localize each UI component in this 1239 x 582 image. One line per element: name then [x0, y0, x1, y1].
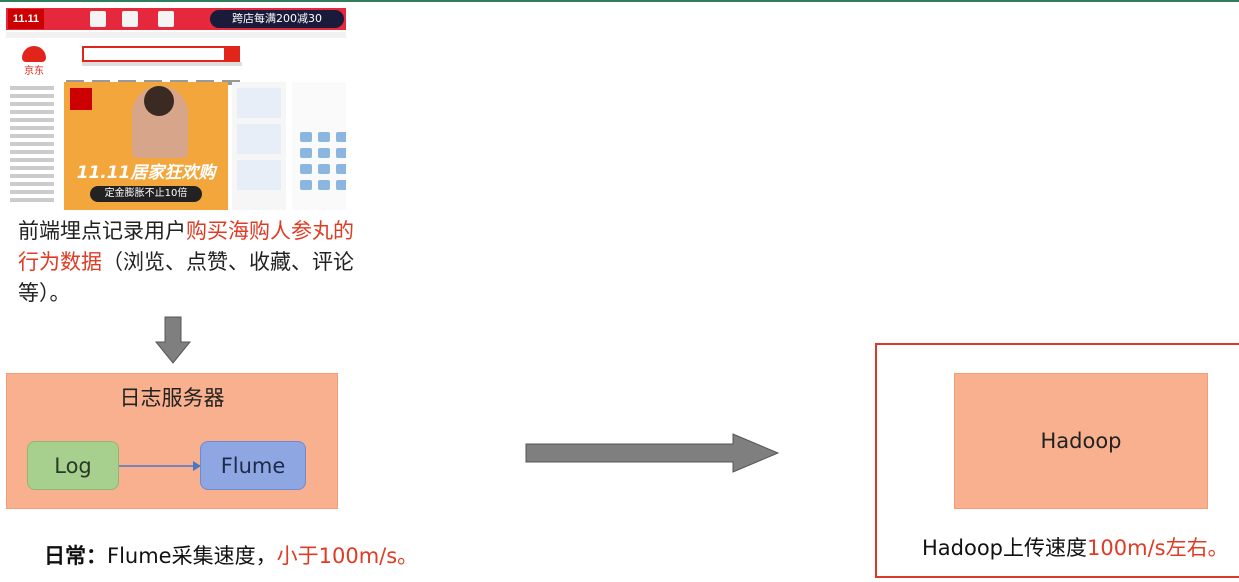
category-links [66, 70, 286, 85]
service-grid [292, 82, 346, 210]
hadoop-caption-prefix: Hadoop上传速度 [922, 536, 1088, 560]
daily-label: 日常： [44, 544, 107, 568]
log-label: Log [54, 453, 92, 478]
daily-text: Flume采集速度， [107, 544, 277, 568]
search-button [224, 46, 240, 62]
hero-button: 定金膨胀不止10倍 [90, 186, 202, 202]
description-highlight: 购买海购人参丸的行为数据 [18, 219, 354, 274]
description-suffix: （浏览、点赞、收藏、评论等）。 [18, 250, 354, 305]
product-thumb [122, 11, 138, 27]
product-thumb [158, 11, 174, 27]
double-eleven-tag [70, 88, 92, 110]
search-input [82, 46, 228, 62]
jd-homepage-screenshot: 11.11 跨店每满200减30 京东 11.11居家狂欢购 定金膨胀不止10倍 [6, 8, 346, 210]
log-to-flume-arrow [119, 461, 201, 471]
top-accent-line [0, 0, 1239, 2]
tracking-description: 前端埋点记录用户购买海购人参丸的行为数据（浏览、点赞、收藏、评论等）。 [18, 216, 358, 309]
flume-node: Flume [200, 441, 306, 490]
top-nav-bar [6, 32, 346, 38]
hero-title: 11.11居家狂欢购 [76, 163, 216, 183]
jd-dog-icon [22, 46, 46, 62]
category-menu [10, 86, 62, 210]
down-arrow [154, 316, 192, 364]
double-eleven-logo: 11.11 [8, 9, 44, 29]
product-thumb [90, 11, 106, 27]
hadoop-box: Hadoop [954, 373, 1208, 509]
right-arrow [525, 433, 780, 473]
hadoop-caption-highlight: 100m/s左右。 [1087, 536, 1229, 560]
daily-highlight: 小于100m/s。 [276, 544, 419, 568]
hero-banner: 11.11居家狂欢购 定金膨胀不止10倍 [64, 82, 228, 210]
description-prefix: 前端埋点记录用户 [18, 219, 186, 243]
log-server-title: 日志服务器 [119, 386, 225, 410]
promo-pill: 跨店每满200减30 [210, 10, 344, 28]
side-promo-column [232, 82, 286, 210]
hadoop-label: Hadoop [1040, 429, 1122, 453]
log-server-box: 日志服务器 Log Flume [6, 373, 338, 509]
log-node: Log [27, 441, 119, 490]
hadoop-speed-note: Hadoop上传速度100m/s左右。 [922, 532, 1229, 562]
hadoop-frame [875, 343, 1239, 578]
jd-logo: 京东 [14, 44, 54, 78]
promo-banner: 11.11 跨店每满200减30 [6, 8, 346, 30]
flume-label: Flume [220, 453, 286, 478]
daily-speed-note: 日常：Flume采集速度，小于100m/s。 [44, 540, 418, 570]
hot-keywords [82, 62, 242, 66]
spokesperson-head [144, 86, 174, 116]
jd-logo-text: 京东 [24, 66, 44, 77]
